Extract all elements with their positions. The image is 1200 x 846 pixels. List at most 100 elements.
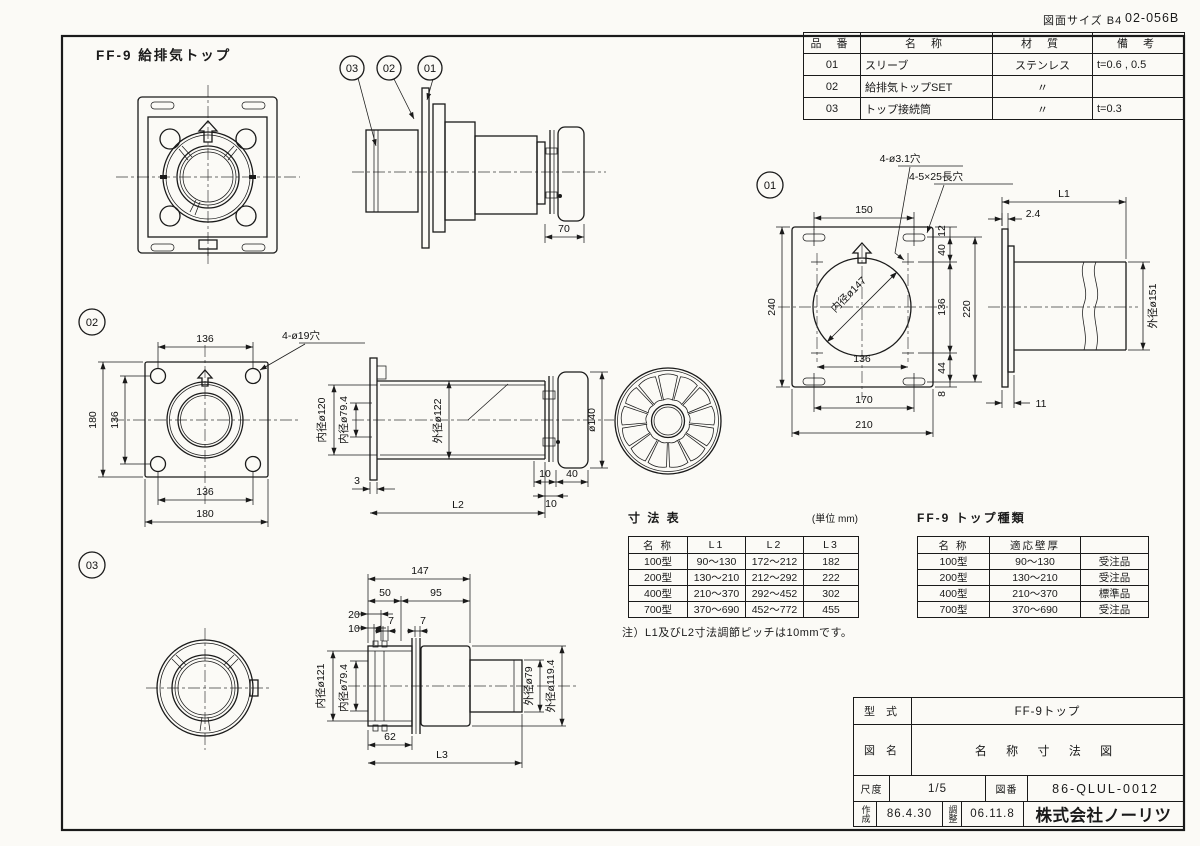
bore-label: 内径ø147 (828, 274, 869, 315)
dim-20: 20 (348, 609, 360, 621)
balloon-01 (417, 55, 443, 81)
dim-cell: 90～130 (687, 553, 746, 570)
dim-cell: 100型 (628, 553, 688, 570)
dim-header-l1: L1 (687, 536, 746, 554)
title-block-name-row: 図 名 名 称 寸 法 図 (854, 725, 1183, 777)
part-no: 01 (803, 53, 861, 76)
type-table-title-wrap: FF-9 トップ種類 (917, 509, 1026, 527)
parts-table: 品 番 名 称 材 質 備 考 01 スリーブ ステンレス t=0.6 , 0.… (803, 32, 1185, 120)
balloon-01-label: 01 (424, 63, 436, 75)
up-arrow-icon (196, 369, 214, 387)
note-round-holes: 4-ø3.1穴 (880, 152, 921, 165)
type-cell: 受注品 (1080, 569, 1149, 586)
dim-136: 136 (936, 298, 948, 316)
drawing-no-label: 図番 (986, 776, 1028, 801)
balloon-03 (339, 55, 365, 81)
dim-2-4: 2.4 (1026, 208, 1041, 220)
od-119-4-label: 外径ø119.4 (544, 659, 557, 712)
dim-cell: 172～212 (745, 553, 804, 570)
type-cell: 90～130 (989, 553, 1081, 570)
created-date: 86.4.30 (877, 802, 943, 826)
dim-cell: 452～772 (745, 601, 804, 618)
dim-inner-136: 136 (853, 353, 871, 365)
type-header-row: 名 称 適応壁厚 (917, 536, 1149, 554)
type-header-blank (1080, 536, 1149, 554)
dim-10b: 10 (545, 498, 557, 510)
dim-table-unit: (単位 mm) (811, 514, 858, 525)
balloon-02 (376, 55, 402, 81)
dim-row: 400型 210～370 292～452 302 (628, 585, 859, 602)
balloon-02-detail-label: 02 (86, 317, 98, 329)
dim-7b: 7 (420, 615, 426, 627)
note-19-holes: 4-ø19穴 (282, 329, 320, 342)
type-cell: 受注品 (1080, 553, 1149, 570)
id-120-label: 内径ø120 (315, 397, 328, 442)
dim-40: 40 (566, 468, 578, 480)
type-cell: 標準品 (1080, 585, 1149, 602)
part-material: 〃 (992, 75, 1093, 98)
view-assembly-front (116, 85, 300, 264)
view-02-front: 02 136 180 136 136 180 4-ø19穴 (78, 308, 365, 527)
dim-left-180: 180 (87, 411, 99, 429)
part-note: t=0.6 , 0.5 (1092, 53, 1185, 76)
dim-10a: 10 (539, 468, 551, 480)
balloon-01-detail (756, 171, 784, 199)
part-no: 03 (803, 97, 861, 120)
dim-cell: 400型 (628, 585, 688, 602)
od-140-label: ø140 (586, 408, 598, 432)
dim-table-note: 注）L1及びL2寸法調節ピッチは10mmです。 (622, 627, 853, 639)
parts-row: 03 トップ接続筒 〃 t=0.3 (803, 97, 1185, 120)
type-cell: 400型 (917, 585, 990, 602)
balloon-03-detail (78, 551, 106, 579)
balloon-03-label: 03 (346, 63, 358, 75)
view-03-front: 03 (78, 551, 272, 750)
od-151-label: 外径ø151 (1146, 283, 1159, 328)
type-cell: 100型 (917, 553, 990, 570)
dim-cell: 130～210 (687, 569, 746, 586)
title-block-model-row: 型 式 FF-9トップ (854, 698, 1183, 726)
drawing-name-label: 図 名 (854, 725, 912, 776)
id-121-label: 内径ø121 (314, 663, 327, 708)
id-79-4-label: 内径ø79.4 (337, 396, 350, 444)
dim-L2: L2 (452, 499, 464, 511)
view-01-front: 01 内径ø147 150 240 (756, 152, 1013, 437)
type-cell: 700型 (917, 601, 990, 618)
title-block-dates-row: 作成 86.4.30 調整 06.11.8 株式会社ノーリツ (854, 802, 1183, 826)
parts-header-material: 材 質 (992, 32, 1093, 54)
dim-cell: 292～452 (745, 585, 804, 602)
part-name: トップ接続筒 (860, 97, 993, 120)
type-cell: 370～690 (989, 601, 1081, 618)
part-name: スリーブ (860, 53, 993, 76)
drawing-no-value: 86-QLUL-0012 (1052, 781, 1159, 796)
note-slot-holes: 4-5×25長穴 (909, 170, 963, 183)
type-cell: 130～210 (989, 569, 1081, 586)
part-material: ステンレス (992, 53, 1093, 76)
dim-row: 100型 90～130 172～212 182 (628, 553, 859, 570)
company-name: 株式会社ノーリツ (1035, 807, 1172, 825)
dim-cell: 182 (803, 553, 859, 570)
dim-44: 44 (936, 362, 948, 374)
dim-row: 700型 370～690 452～772 455 (628, 601, 859, 618)
dim-cell: 700型 (628, 601, 688, 618)
type-row: 700型 370～690 受注品 (917, 601, 1149, 618)
dim-header-l2: L2 (745, 536, 804, 554)
type-cell: 受注品 (1080, 601, 1149, 618)
part-no: 02 (803, 75, 861, 98)
dim-95: 95 (430, 587, 442, 599)
dim-cell: 222 (803, 569, 859, 586)
dim-7a: 7 (388, 615, 394, 627)
dim-cell: 302 (803, 585, 859, 602)
view-louver-end (614, 367, 722, 475)
dim-table: 名 称 L1 L2 L3 100型 90～130 172～212 182 200… (628, 536, 859, 618)
dim-L1: L1 (1058, 188, 1070, 200)
parts-header-row: 品 番 名 称 材 質 備 考 (803, 32, 1185, 54)
parts-header-note: 備 考 (1092, 32, 1185, 54)
dim-top-136: 136 (196, 333, 214, 345)
od-122-label: 外径ø122 (431, 398, 444, 443)
dim-11: 11 (1036, 398, 1047, 410)
type-row: 200型 130～210 受注品 (917, 569, 1149, 586)
part-note (1092, 75, 1185, 98)
dim-12: 12 (936, 225, 948, 237)
